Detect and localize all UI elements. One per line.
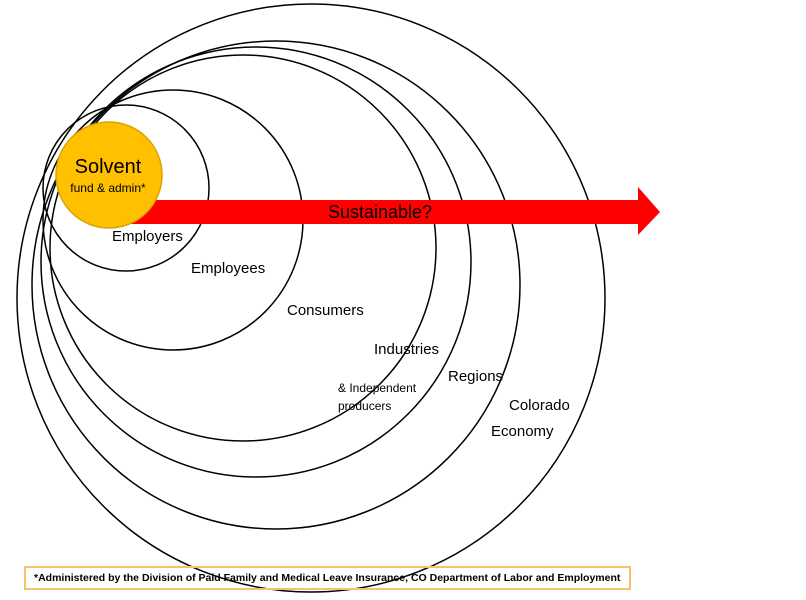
ring-label-consumers: Consumers — [287, 302, 364, 319]
sustainable-arrow — [110, 187, 660, 235]
ring-employers — [42, 104, 210, 272]
ring-consumers — [49, 54, 437, 442]
ring-label-employers: Employers — [112, 228, 183, 245]
core-title: Solvent — [75, 156, 142, 178]
ring-label-employees: Employees — [191, 260, 265, 277]
arrow-label: Sustainable? — [328, 202, 432, 222]
solvent-core-circle — [55, 121, 163, 229]
ring-label-industries: Industries — [374, 341, 439, 358]
footnote-box: *Administered by the Division of Paid Fa… — [24, 566, 631, 590]
independent-producers-line2: producers — [338, 399, 391, 413]
ring-industries — [40, 46, 472, 478]
ring-label-economy: Economy — [491, 423, 554, 440]
ring-label-regions: Regions — [448, 368, 503, 385]
independent-producers-line1: & Independent — [338, 381, 417, 395]
ring-colorado-economy — [16, 3, 606, 593]
core-subtitle: fund & admin* — [70, 181, 146, 195]
ring-regions — [31, 40, 521, 530]
ring-label-colorado: Colorado — [509, 397, 570, 414]
footnote-text: *Administered by the Division of Paid Fa… — [34, 572, 621, 584]
